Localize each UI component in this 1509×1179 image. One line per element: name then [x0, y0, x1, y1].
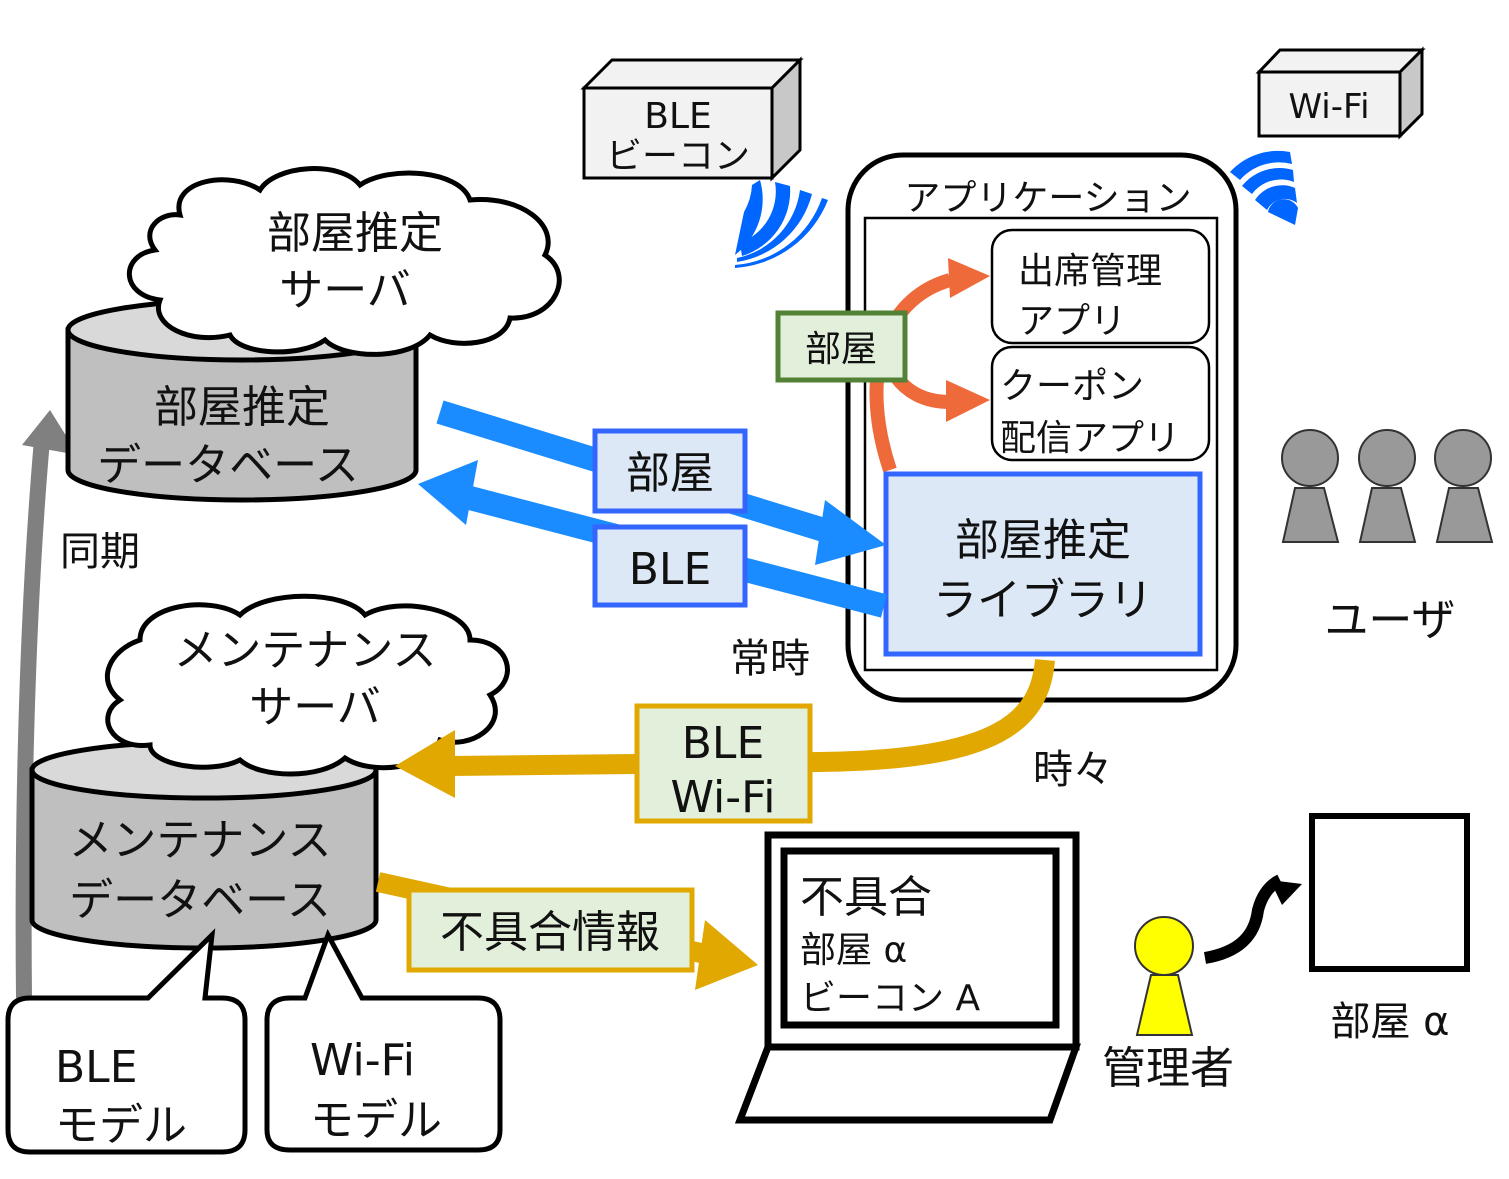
- ble-beacon-device: BLE ビーコン: [580, 56, 804, 182]
- ble-flow-label: BLE: [592, 524, 748, 608]
- room-alpha-label: 部屋 α: [1330, 999, 1449, 1045]
- room-db-line2: データベース: [97, 440, 359, 491]
- application-title: アプリケーション: [904, 178, 1191, 219]
- library-line2: ライブラリ: [933, 575, 1153, 626]
- maintenance-database: メンテナンス データベース: [29, 739, 379, 951]
- sometimes-label: 時々: [1033, 747, 1113, 793]
- admin-laptop: 不具合 部屋 α ビーコン A: [734, 831, 1081, 1124]
- wifi-access-point: Wi-Fi: [1255, 46, 1426, 140]
- ble-signal-icon: [735, 180, 828, 268]
- ble-model-line2: モデル: [55, 1100, 187, 1151]
- laptop-line2: 部屋 α: [800, 930, 907, 971]
- maint-server-line2: サーバ: [249, 682, 381, 733]
- wifi-model-line1: Wi-Fi: [310, 1035, 415, 1086]
- room-db-line1: 部屋推定: [154, 382, 330, 433]
- room-flow-label: 部屋: [592, 428, 748, 514]
- fault-info-label: 不具合情報: [406, 887, 695, 973]
- room-flow-text: 部屋: [626, 448, 714, 499]
- beacon-line1: BLE: [644, 96, 712, 137]
- room-estimation-library: 部屋推定 ライブラリ: [883, 471, 1203, 657]
- maint-db-line2: データベース: [69, 875, 331, 926]
- occasional-upload-arrow: [395, 658, 1055, 798]
- ble-model-callout: BLE モデル: [5, 928, 248, 1155]
- coupon-app-line1: クーポン: [1000, 366, 1144, 407]
- upload-label-line2: Wi-Fi: [671, 772, 776, 823]
- laptop-line1: 不具合: [800, 872, 932, 923]
- attendance-app-line2: アプリ: [1018, 301, 1126, 342]
- users-group: [1281, 429, 1494, 543]
- attendance-app-line1: 出席管理: [1018, 251, 1162, 292]
- admin-label: 管理者: [1102, 1043, 1234, 1094]
- attendance-app-box: 出席管理 アプリ: [990, 228, 1211, 345]
- sync-label: 同期: [60, 529, 140, 575]
- sync-arrow: [15, 410, 78, 999]
- fault-info-text: 不具合情報: [440, 907, 660, 958]
- ble-model-line1: BLE: [55, 1042, 138, 1093]
- coupon-app-box: クーポン 配信アプリ: [990, 345, 1211, 462]
- wifi-label: Wi-Fi: [1288, 87, 1369, 127]
- room-tag-label: 部屋: [775, 310, 908, 383]
- admin-move-arrow: [1203, 874, 1302, 964]
- always-label: 常時: [730, 636, 810, 682]
- room-server-line1: 部屋推定: [267, 208, 443, 259]
- beacon-line2: ビーコン: [606, 136, 750, 177]
- ble-flow-text: BLE: [629, 544, 712, 595]
- room-server-line2: サーバ: [279, 265, 411, 316]
- upload-flow-label: BLE Wi-Fi: [634, 703, 813, 824]
- user-icon: [1434, 429, 1494, 543]
- maint-server-line1: メンテナンス: [173, 625, 436, 676]
- library-line1: 部屋推定: [955, 515, 1131, 566]
- maintenance-server-cloud: メンテナンス サーバ: [105, 593, 510, 777]
- room-estimation-server-cloud: 部屋推定 サーバ: [126, 166, 562, 357]
- admin-icon: [1134, 916, 1194, 1036]
- user-icon: [1358, 429, 1417, 543]
- laptop-line3: ビーコン A: [800, 978, 980, 1019]
- wifi-model-line2: モデル: [310, 1095, 442, 1146]
- users-label: ユーザ: [1324, 595, 1455, 646]
- coupon-app-line2: 配信アプリ: [1000, 418, 1180, 459]
- room-alpha-box: [1309, 813, 1470, 972]
- maint-db-line1: メンテナンス: [68, 815, 331, 866]
- wifi-signal-icon: [1230, 150, 1298, 225]
- room-tag-text: 部屋: [805, 329, 877, 370]
- wifi-model-callout: Wi-Fi モデル: [264, 928, 503, 1153]
- user-icon: [1281, 429, 1340, 543]
- upload-label-line1: BLE: [682, 718, 765, 769]
